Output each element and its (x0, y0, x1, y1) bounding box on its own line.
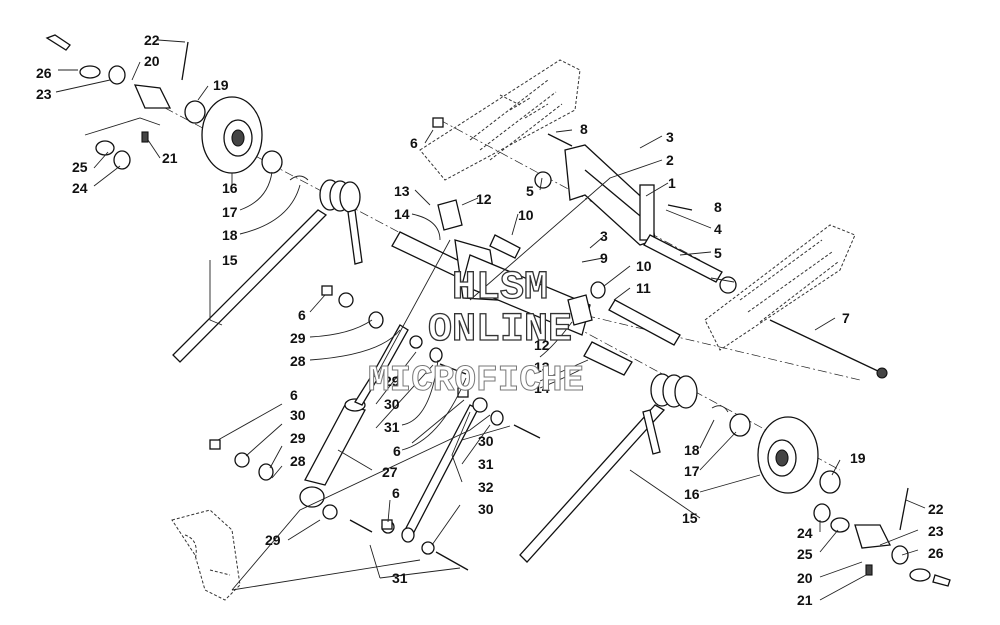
callout-28-lower-left: 28 (290, 453, 306, 469)
callout-3-lower: 3 (600, 228, 608, 244)
callout-28-upper: 28 (290, 353, 306, 369)
callout-25-left: 25 (72, 159, 88, 175)
callout-32: 32 (478, 479, 494, 495)
callout-18-left: 18 (222, 227, 238, 243)
callout-10-upper: 10 (518, 207, 534, 223)
callout-14-lower: 14 (534, 380, 550, 396)
callout-27: 27 (382, 464, 398, 480)
callout-6-lower: 6 (392, 485, 400, 501)
watermark-line-2: ONLINE (428, 308, 572, 353)
left-wheel-assembly (45, 34, 363, 363)
callout-12-lower: 12 (534, 337, 550, 353)
callout-21-left: 21 (162, 150, 178, 166)
callout-29-lower-left: 29 (290, 430, 306, 446)
callout-20-left: 20 (144, 53, 160, 69)
callout-8-right: 8 (714, 199, 722, 215)
callout-23-right: 23 (928, 523, 944, 539)
callout-22-left: 22 (144, 32, 160, 48)
callout-8-upper: 8 (580, 121, 588, 137)
callout-30-lower-left: 30 (290, 407, 306, 423)
upper-rail (419, 59, 581, 181)
callout-24-right: 24 (797, 525, 813, 541)
callout-19-left: 19 (213, 77, 229, 93)
callout-29-upper: 29 (290, 330, 306, 346)
callout-17-left: 17 (222, 204, 238, 220)
callout-29-lower: 29 (265, 532, 281, 548)
watermark-line-3: MICROFICHE (368, 360, 584, 401)
leader-lines (55, 39, 926, 601)
callout-13-lower: 13 (534, 359, 550, 375)
callout-31-right: 31 (478, 456, 494, 472)
rollers (437, 199, 593, 326)
callout-23-left: 23 (36, 86, 52, 102)
callout-11: 11 (636, 280, 651, 296)
callout-3-upper: 3 (666, 129, 674, 145)
callout-13-upper: 13 (394, 183, 410, 199)
callout-29-mid: 29 (384, 373, 400, 389)
callout-16-right: 16 (684, 486, 700, 502)
callout-4: 4 (714, 221, 722, 237)
callout-21-right: 21 (797, 592, 813, 608)
callout-24-left: 24 (72, 180, 88, 196)
callout-14-upper: 14 (394, 206, 410, 222)
callout-18-right: 18 (684, 442, 700, 458)
callout-26-right: 26 (928, 545, 944, 561)
callout-31-lower: 31 (392, 570, 408, 586)
shock-and-links (209, 117, 737, 571)
callout-22-right: 22 (928, 501, 944, 517)
watermark: HLSM ONLINE MICROFICHE (368, 265, 585, 401)
rear-pivot-arm (171, 509, 241, 601)
lower-rail (704, 224, 856, 351)
callout-20-right: 20 (797, 570, 813, 586)
callout-30-mid: 30 (384, 396, 400, 412)
callout-30-right: 30 (478, 433, 494, 449)
callout-7: 7 (842, 310, 850, 326)
callout-9: 9 (600, 250, 608, 266)
callout-6-rail: 6 (410, 135, 418, 151)
callout-6-lower-left: 6 (290, 387, 298, 403)
callout-19-right: 19 (850, 450, 866, 466)
callout-26-left: 26 (36, 65, 52, 81)
callout-labels: 26 23 22 20 19 25 24 21 16 17 18 15 6 13… (36, 32, 944, 608)
callout-15-left: 15 (222, 252, 238, 268)
callout-30-lower: 30 (478, 501, 494, 517)
callout-31-mid: 31 (384, 419, 400, 435)
callout-6-mid: 6 (393, 443, 401, 459)
callout-15-right: 15 (682, 510, 698, 526)
callout-6-shock-upper: 6 (298, 307, 306, 323)
callout-12-upper: 12 (476, 191, 492, 207)
callout-5-right: 5 (714, 245, 722, 261)
watermark-line-1: HLSM (452, 266, 548, 311)
callout-5-upper: 5 (526, 183, 534, 199)
callout-2: 2 (666, 152, 674, 168)
callout-10-lower: 10 (636, 258, 652, 274)
bracket (564, 144, 656, 246)
callout-1: 1 (668, 175, 676, 191)
right-wheel-assembly (519, 373, 951, 587)
callout-16-left: 16 (222, 180, 238, 196)
callout-17-right: 17 (684, 463, 700, 479)
callout-25-right: 25 (797, 546, 813, 562)
